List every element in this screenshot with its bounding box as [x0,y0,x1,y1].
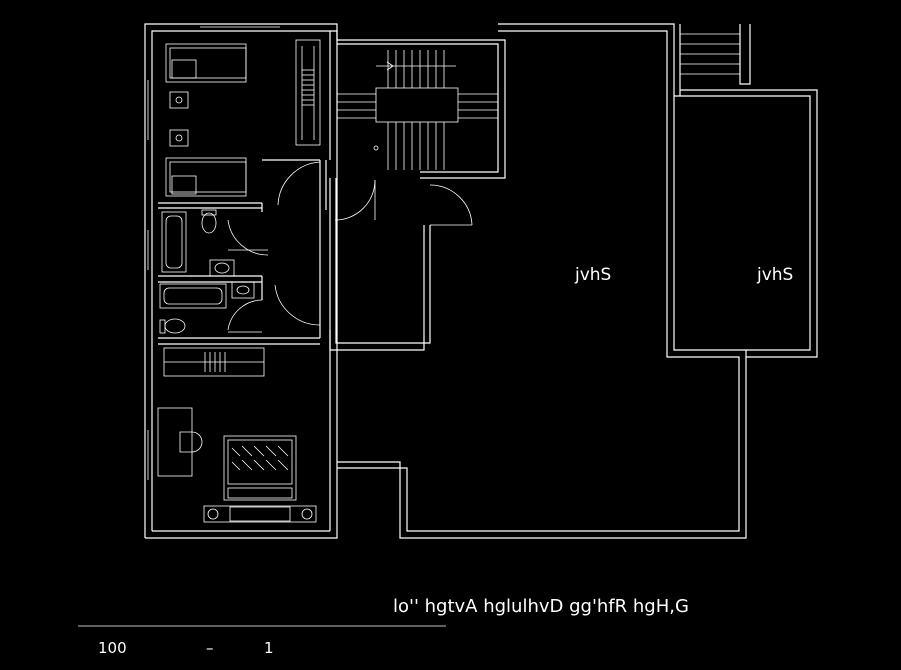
left-block-walls [144,23,338,539]
bathtub-upper [161,211,187,273]
desk [157,407,203,477]
drawing-title: lo'' hgtvA hglulhvD gg'hfR hgH,G [393,596,689,617]
twin-bed-lower [165,157,247,197]
nightstand-1 [169,91,189,109]
room-label-terrace: jvhS [574,265,611,285]
toilet-upper [201,209,217,234]
toilet-lower [159,318,186,334]
sink-lower [231,281,255,299]
interior-partitions [158,159,327,345]
nightstand-2 [169,129,189,147]
room-label-balcony: jvhS [756,265,793,285]
scale-value-left: 100 [98,639,127,657]
door-swings [227,161,473,333]
bathtub-lower [159,283,227,309]
bedside-table [203,505,317,523]
scale-value-mid: 1 [264,639,274,657]
wardrobe-upper [295,39,321,146]
scale-dash: – [206,639,214,657]
sink-upper [209,259,235,277]
stairwell [330,30,506,179]
terrace-outline [329,23,818,539]
double-bed [223,435,297,501]
twin-bed-upper [165,43,247,83]
wardrobe-lower [163,347,265,377]
